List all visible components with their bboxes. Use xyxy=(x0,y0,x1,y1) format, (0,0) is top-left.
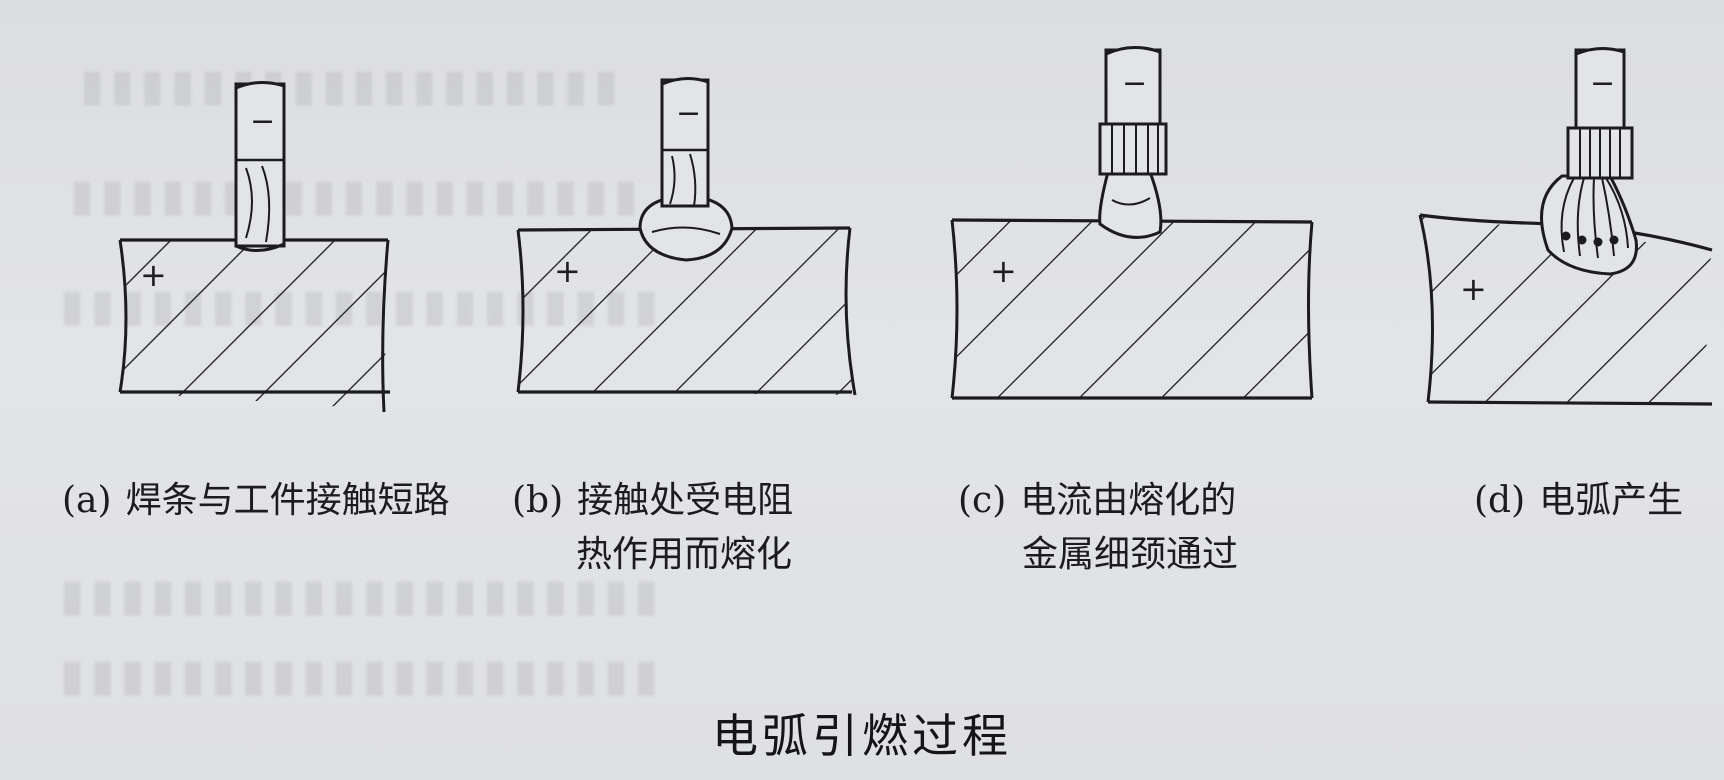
panel-c-caption-continued: 金属细颈通过 xyxy=(1022,530,1238,580)
panel-d-label: (d) xyxy=(1474,480,1526,521)
panel-d-drawing xyxy=(1418,47,1713,406)
panel-d-electrode-minus: − xyxy=(1590,66,1616,101)
panel-b-electrode xyxy=(660,77,710,208)
panel-c-caption-line-1: 电流由熔化的 xyxy=(1020,480,1237,521)
panel-c-label: (c) xyxy=(958,480,1007,521)
panel-c-caption: (c) 电流由熔化的 xyxy=(958,476,1236,526)
panel-c-electrode xyxy=(1098,46,1168,176)
panel-d-caption: (d) 电弧产生 xyxy=(1474,476,1683,526)
panel-a-label: (a) xyxy=(62,480,112,521)
panel-a-workpiece xyxy=(118,238,390,413)
panel-a-electrode-minus: − xyxy=(250,104,276,139)
bleed-through-texture: ▮▮▮▮▮▮▮▮▮▮▮▮▮▮▮▮▮▮ xyxy=(80,60,624,111)
panel-a-drawing xyxy=(118,81,390,413)
bleed-through-texture: ▮▮▮▮▮▮▮▮▮▮▮▮▮▮▮▮▮▮▮▮ xyxy=(60,650,665,701)
panel-a-caption-line-1: 焊条与工件接触短路 xyxy=(125,480,450,521)
panel-d-workpiece xyxy=(1418,213,1713,406)
panel-d-arc xyxy=(1540,174,1638,276)
panel-b-electrode-minus: − xyxy=(676,96,702,131)
panel-b-drawing xyxy=(516,77,857,396)
panel-b-caption: (b) 接触处受电阻 xyxy=(512,476,793,526)
panel-b-workpiece-plus: + xyxy=(554,252,581,290)
bleed-through-texture: ▮▮▮▮▮▮▮▮▮▮▮▮▮▮▮▮▮▮▮▮ xyxy=(60,570,665,621)
panel-a-electrode xyxy=(234,81,286,252)
figure-title: 电弧引燃过程 xyxy=(712,709,1012,763)
panel-c-molten-neck xyxy=(1098,170,1163,239)
panel-a-workpiece-plus: + xyxy=(140,256,167,294)
panel-c-workpiece xyxy=(950,218,1314,400)
panel-b-caption-line-2: 热作用而熔化 xyxy=(576,534,793,575)
panel-b-caption-line-1: 接触处受电阻 xyxy=(577,480,794,521)
panel-d-workpiece-plus: + xyxy=(1460,270,1487,308)
panel-c-workpiece-plus: + xyxy=(990,252,1017,290)
panel-a-caption: (a) 焊条与工件接触短路 xyxy=(62,476,450,526)
panel-c-caption-line-2: 金属细颈通过 xyxy=(1022,534,1239,575)
panel-d-caption-line-1: 电弧产生 xyxy=(1539,480,1684,521)
panel-c-electrode-minus: − xyxy=(1122,66,1148,101)
panel-b-label: (b) xyxy=(512,480,564,521)
panel-c-drawing xyxy=(950,46,1314,400)
panel-d-electrode xyxy=(1566,47,1634,180)
panel-b-caption-continued: 热作用而熔化 xyxy=(576,530,792,580)
bleed-through-texture: ▮▮▮▮▮▮▮▮▮▮▮▮▮▮▮▮▮▮▮ xyxy=(70,170,645,221)
